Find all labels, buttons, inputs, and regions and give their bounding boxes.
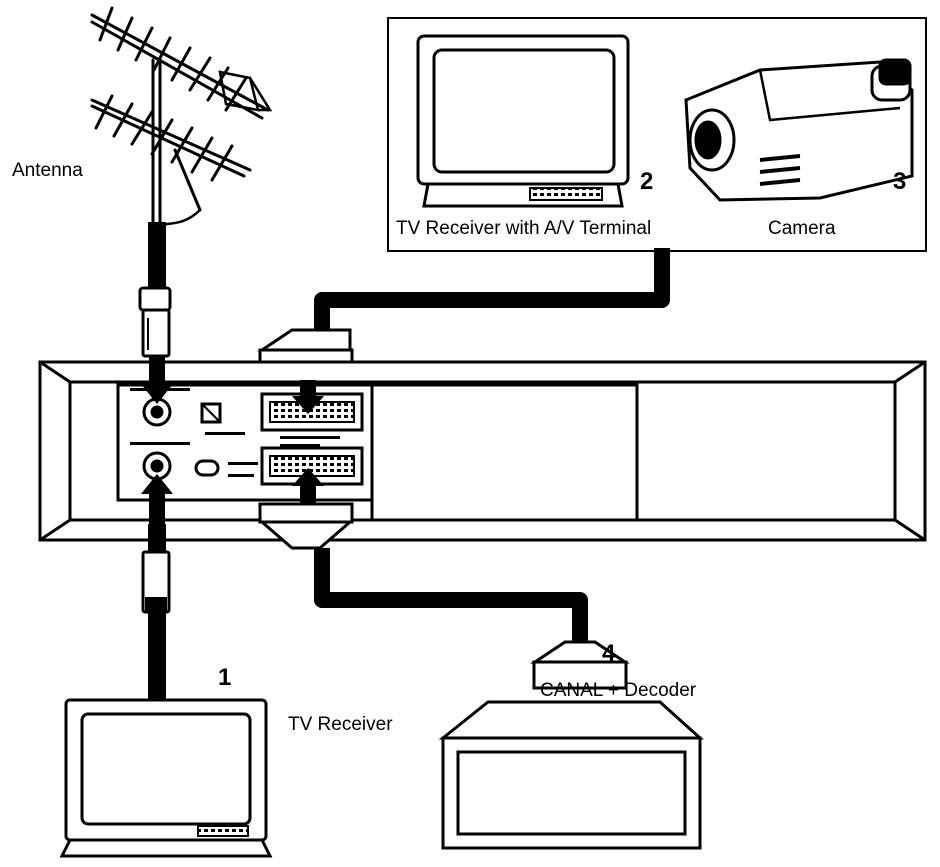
camera-label: Camera: [768, 218, 836, 239]
antenna-plug-icon: [138, 286, 172, 358]
decoder-icon: [438, 700, 704, 850]
arrow-antenna-in: [141, 356, 173, 404]
number-3: 3: [893, 168, 907, 195]
antenna-icon: [90, 6, 273, 230]
antenna-label: Antenna: [12, 160, 83, 181]
arrow-scart-upper: [292, 380, 324, 414]
arrow-scart-lower: [292, 468, 324, 504]
scart-cable-lower: [314, 548, 588, 645]
tv-av-label: TV Receiver with A/V Terminal: [396, 218, 652, 239]
scart-plug-decoder-icon: [530, 640, 630, 690]
tv-cable: [148, 524, 166, 552]
tv-receiver-icon: [59, 698, 273, 858]
antenna-cable: [148, 222, 166, 292]
scart-cable-upper: [314, 248, 670, 336]
number-2: 2: [640, 168, 654, 195]
decoder-label: CANAL + Decoder: [540, 680, 697, 701]
tv-receiver-label: TV Receiver: [288, 714, 393, 735]
tv-cable-lower: [148, 612, 166, 704]
tv-av-icon: [416, 34, 630, 208]
arrow-antenna-out: [141, 474, 173, 524]
number-1: 1: [218, 664, 232, 691]
camera-icon: [684, 58, 914, 202]
tv-plug-icon: [141, 550, 171, 614]
number-4: 4: [602, 640, 616, 667]
